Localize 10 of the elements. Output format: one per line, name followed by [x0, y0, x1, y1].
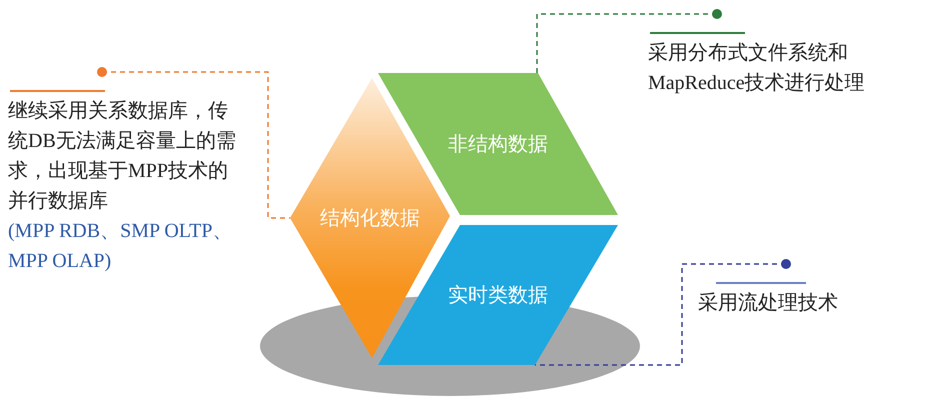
- annotation-text: 采用分布式文件系统和MapReduce技术进行处理: [648, 41, 866, 96]
- shape-label: 结构化数据: [319, 204, 421, 232]
- annotation-text: 继续采用关系数据库，传统DB无法满足容量上的需求，出现基于MPP技术的并行数据库: [8, 99, 237, 214]
- example-list-text: (MPP RDB、SMP OLTP、MPP OLAP): [8, 219, 234, 274]
- leader-line: [535, 259, 791, 366]
- leader-line: [97, 67, 290, 219]
- shape-label: 非结构数据: [447, 130, 549, 158]
- leader-line: [536, 9, 722, 73]
- shape-label: 实时类数据: [447, 282, 549, 308]
- annotation-text: 采用流处理技术: [698, 291, 839, 316]
